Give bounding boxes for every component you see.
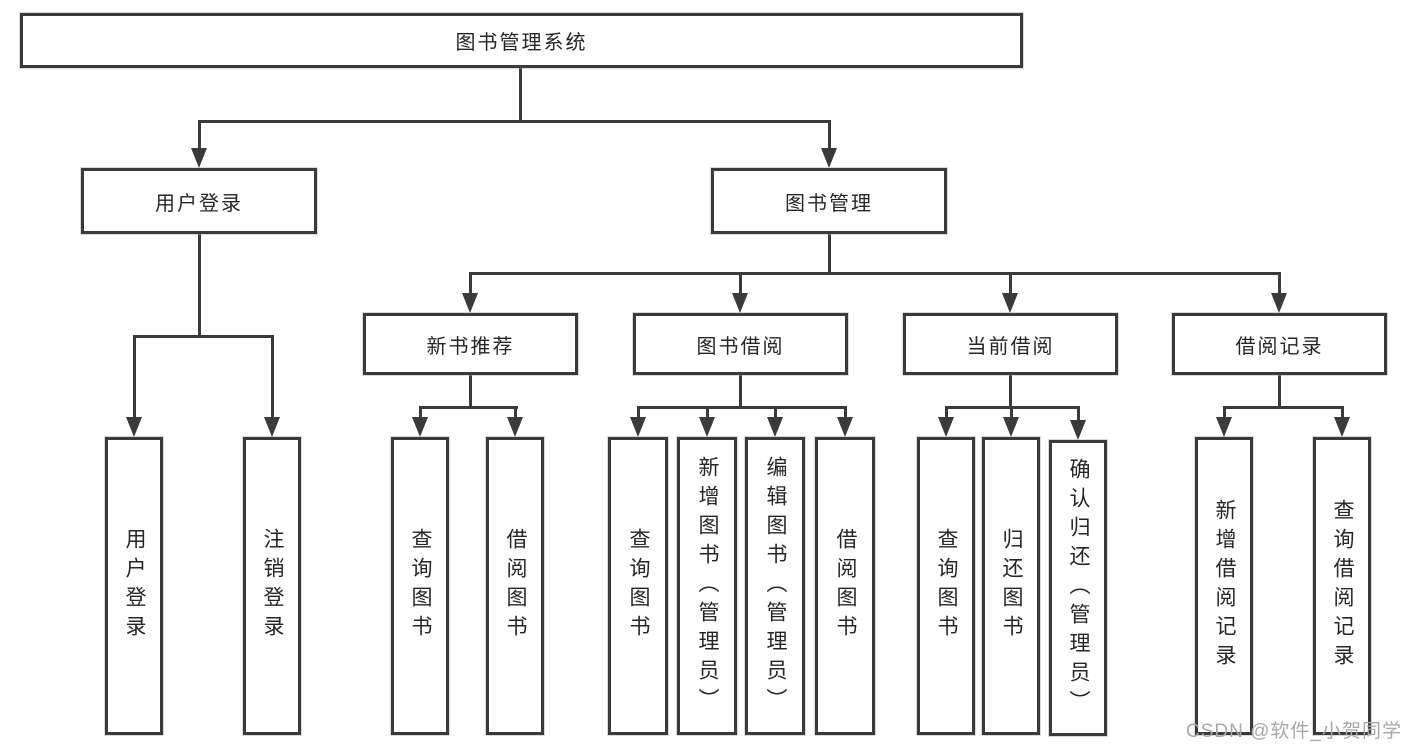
connector-line [706,406,709,419]
node-label: 查询图书 [935,528,958,644]
connector-line [739,375,742,408]
node-label: 图书管理 [785,192,873,215]
leaf-query-books-2: 查询图书 [608,437,668,735]
connector-line [469,375,472,408]
connector-line [271,335,274,419]
leaf-add-borrow-record: 新增借阅记录 [1195,437,1253,735]
node-label: 用户登录 [155,192,243,215]
connector-line [469,272,1281,275]
arrow-down-icon [191,148,207,168]
arrow-down-icon [1002,293,1018,313]
node-label: 借阅图书 [504,528,527,644]
node-label: 用户登录 [123,528,146,644]
node-current-borrow: 当前借阅 [903,313,1118,375]
arrow-down-icon [264,417,280,437]
arrow-down-icon [732,293,748,313]
connector-line [1223,406,1344,409]
connector-line [1009,375,1012,408]
node-user-login: 用户登录 [81,168,317,234]
node-label: 图书借阅 [696,335,785,358]
node-label: 借阅图书 [834,528,857,644]
arrow-down-icon [507,417,523,437]
leaf-user-login: 用户登录 [105,437,163,735]
connector-line [1278,375,1281,408]
node-label: 借阅记录 [1235,335,1324,358]
node-label: 图书管理系统 [455,32,588,54]
connector-line [1278,272,1281,295]
arrow-down-icon [1003,417,1019,437]
connector-line [419,406,518,409]
node-label: 查询图书 [627,528,650,644]
arrow-down-icon [1334,417,1350,437]
leaf-query-borrow-record: 查询借阅记录 [1313,437,1371,735]
arrow-down-icon [1271,293,1287,313]
leaf-confirm-return-admin: 确认归还（管理员） [1049,440,1107,736]
connector-line [774,406,777,419]
node-label: 当前借阅 [966,335,1055,358]
arrow-down-icon [699,417,715,437]
arrow-down-icon [462,293,478,313]
connector-line [637,406,846,409]
connector-line [1223,406,1226,419]
arrow-down-icon [412,417,428,437]
node-book-borrow: 图书借阅 [633,313,848,375]
node-label: 注销登录 [261,528,284,644]
connector-line [828,234,831,274]
node-label: 查询借阅记录 [1331,499,1354,673]
connector-line [198,234,201,337]
connector-line [945,406,948,419]
node-label: 归还图书 [1000,528,1023,644]
arrow-down-icon [938,417,954,437]
node-label: 查询图书 [409,528,432,644]
connector-line [844,406,847,419]
leaf-add-books-admin: 新增图书（管理员） [677,437,737,735]
connector-line [739,272,742,295]
arrow-down-icon [821,148,837,168]
node-borrow-records: 借阅记录 [1172,313,1387,375]
connector-line [419,406,422,419]
leaf-edit-books-admin: 编辑图书（管理员） [745,437,805,735]
connector-line [133,335,136,419]
leaf-logout: 注销登录 [243,437,301,735]
connector-line [1010,406,1013,419]
connector-line [198,120,201,150]
node-label: 新书推荐 [426,335,515,358]
node-label: 新增图书（管理员） [696,455,719,717]
leaf-borrow-books-1: 借阅图书 [486,437,544,735]
connector-line [1341,406,1344,419]
node-book-management: 图书管理 [711,168,947,234]
node-label: 确认归还（管理员） [1067,457,1090,719]
connector-line [519,68,522,120]
node-system-root: 图书管理系统 [20,13,1023,68]
arrow-down-icon [767,417,783,437]
connector-line [637,406,640,419]
leaf-return-books: 归还图书 [982,437,1040,735]
arrow-down-icon [126,417,142,437]
node-label: 编辑图书（管理员） [764,455,787,717]
connector-line [133,335,274,338]
leaf-query-books-3: 查询图书 [917,437,975,735]
connector-line [1009,272,1012,295]
connector-line [514,406,517,419]
connector-line [198,120,831,123]
node-label: 新增借阅记录 [1213,499,1236,673]
leaf-query-books-1: 查询图书 [391,437,449,735]
leaf-borrow-books-2: 借阅图书 [815,437,875,735]
arrow-down-icon [1216,417,1232,437]
node-new-book-recommend: 新书推荐 [363,313,578,375]
arrow-down-icon [837,417,853,437]
arrow-down-icon [1070,420,1086,440]
connector-line [828,120,831,150]
connector-line [1077,406,1080,422]
connector-line [469,272,472,295]
csdn-watermark: CSDN @软件_小贺同学 [1186,721,1402,742]
arrow-down-icon [630,417,646,437]
